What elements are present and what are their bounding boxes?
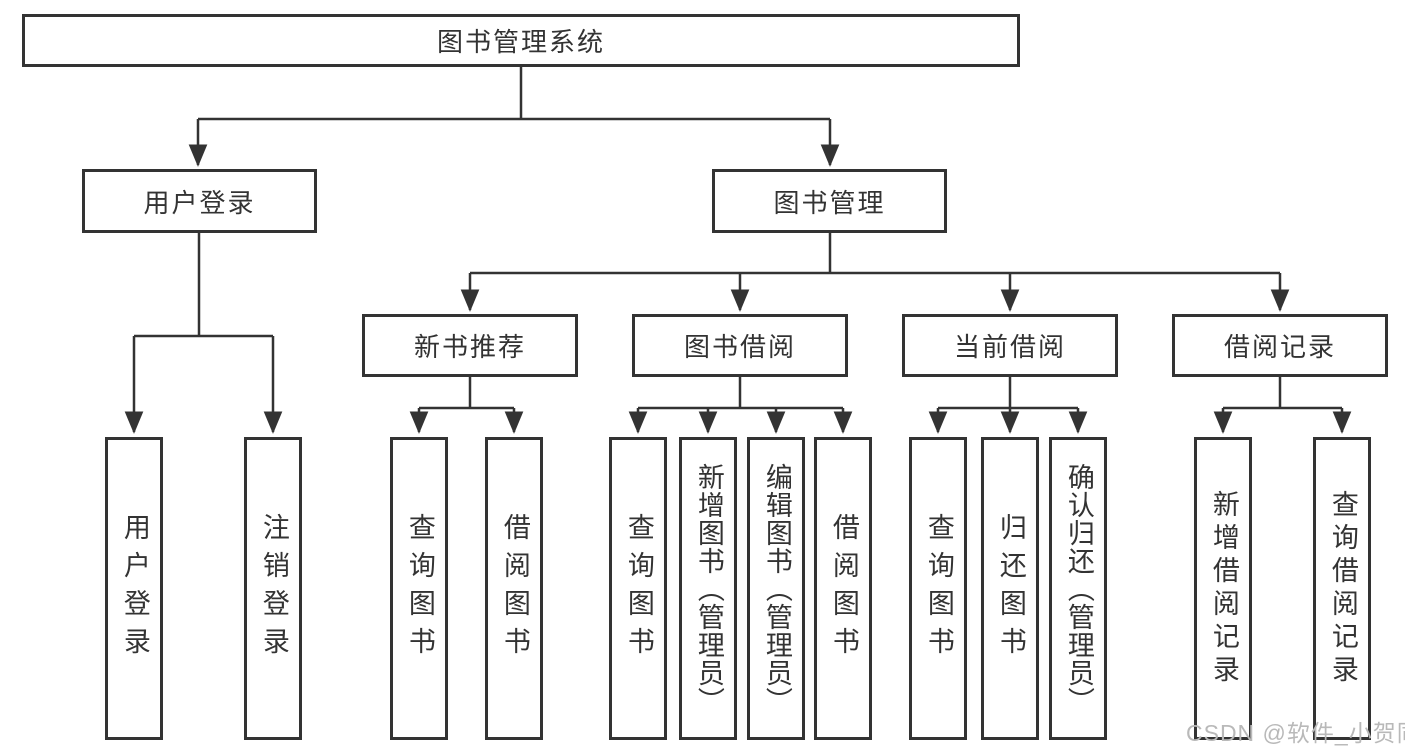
leaf-user-login: 用户登录	[105, 437, 163, 740]
leaf-borrow-books-label: 借阅图书	[828, 512, 859, 665]
leaf-current-query-books-label: 查询图书	[923, 512, 954, 665]
node-current-borrow-label: 当前借阅	[953, 332, 1066, 362]
leaf-return-books-label: 归还图书	[995, 512, 1026, 665]
node-root: 图书管理系统	[22, 14, 1020, 67]
node-book-management-label: 图书管理	[773, 187, 886, 218]
leaf-query-borrow-record-label: 查询借阅记录	[1327, 489, 1358, 688]
leaf-user-login-label: 用户登录	[119, 512, 150, 665]
leaf-borrow-query-books: 查询图书	[609, 437, 667, 740]
node-new-book-recommend-label: 新书推荐	[413, 332, 526, 362]
leaf-borrow-books: 借阅图书	[814, 437, 872, 740]
leaf-return-books: 归还图书	[981, 437, 1039, 740]
node-borrow-records: 借阅记录	[1172, 314, 1388, 377]
node-root-label: 图书管理系统	[436, 27, 605, 57]
leaf-borrow-query-books-label: 查询图书	[623, 512, 654, 665]
leaf-edit-books-admin: 编辑图书（管理员）	[747, 437, 805, 740]
node-book-borrow: 图书借阅	[632, 314, 848, 377]
leaf-add-books-admin-label: 新增图书（管理员）	[693, 462, 724, 715]
node-book-management: 图书管理	[712, 169, 947, 233]
leaf-current-query-books: 查询图书	[909, 437, 967, 740]
leaf-add-borrow-record: 新增借阅记录	[1194, 437, 1252, 740]
csdn-watermark: CSDN @软件_小贺同学	[1186, 720, 1405, 746]
leaf-recommend-query-books-label: 查询图书	[404, 512, 435, 665]
leaf-logout: 注销登录	[244, 437, 302, 740]
leaf-logout-label: 注销登录	[258, 512, 289, 665]
node-new-book-recommend: 新书推荐	[362, 314, 578, 377]
leaf-recommend-borrow-books-label: 借阅图书	[499, 512, 530, 665]
leaf-query-borrow-record: 查询借阅记录	[1313, 437, 1371, 740]
node-book-borrow-label: 图书借阅	[683, 332, 796, 362]
leaf-add-borrow-record-label: 新增借阅记录	[1208, 489, 1239, 688]
node-borrow-records-label: 借阅记录	[1223, 332, 1336, 362]
node-user-login-branch-label: 用户登录	[143, 187, 256, 218]
node-current-borrow: 当前借阅	[902, 314, 1118, 377]
leaf-edit-books-admin-label: 编辑图书（管理员）	[761, 462, 792, 715]
leaf-confirm-return-admin-label: 确认归还（管理员）	[1063, 462, 1094, 715]
leaf-confirm-return-admin: 确认归还（管理员）	[1049, 437, 1107, 740]
leaf-recommend-query-books: 查询图书	[390, 437, 448, 740]
leaf-add-books-admin: 新增图书（管理员）	[679, 437, 737, 740]
leaf-recommend-borrow-books: 借阅图书	[485, 437, 543, 740]
node-user-login-branch: 用户登录	[82, 169, 317, 233]
